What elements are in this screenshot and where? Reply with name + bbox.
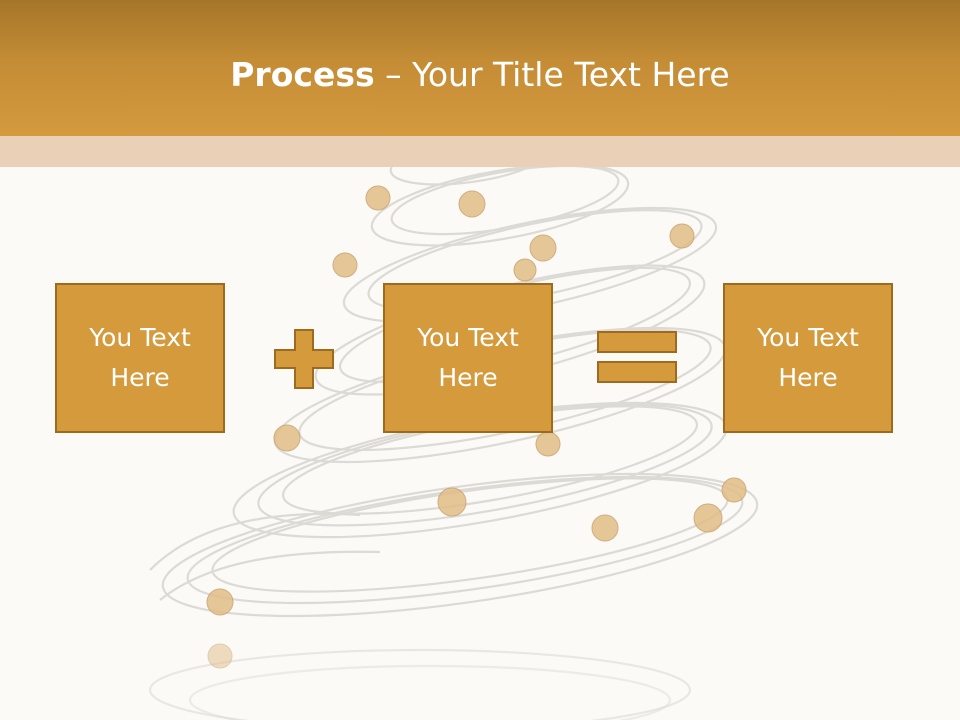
title-band xyxy=(0,0,960,136)
process-box-3-text: You Text Here xyxy=(757,323,859,392)
process-box-3: You Text Here xyxy=(723,283,893,433)
process-box-2-text: You Text Here xyxy=(417,323,519,392)
slide-title-bold: Process xyxy=(230,55,375,94)
process-box-1: You Text Here xyxy=(55,283,225,433)
process-box-1-text: You Text Here xyxy=(89,323,191,392)
slide-title-rest: – Your Title Text Here xyxy=(374,55,730,94)
plus-icon xyxy=(274,329,334,389)
title-underbar xyxy=(0,136,960,167)
process-box-2: You Text Here xyxy=(383,283,553,433)
slide-title: Process – Your Title Text Here xyxy=(0,52,960,98)
equals-icon xyxy=(597,331,677,383)
